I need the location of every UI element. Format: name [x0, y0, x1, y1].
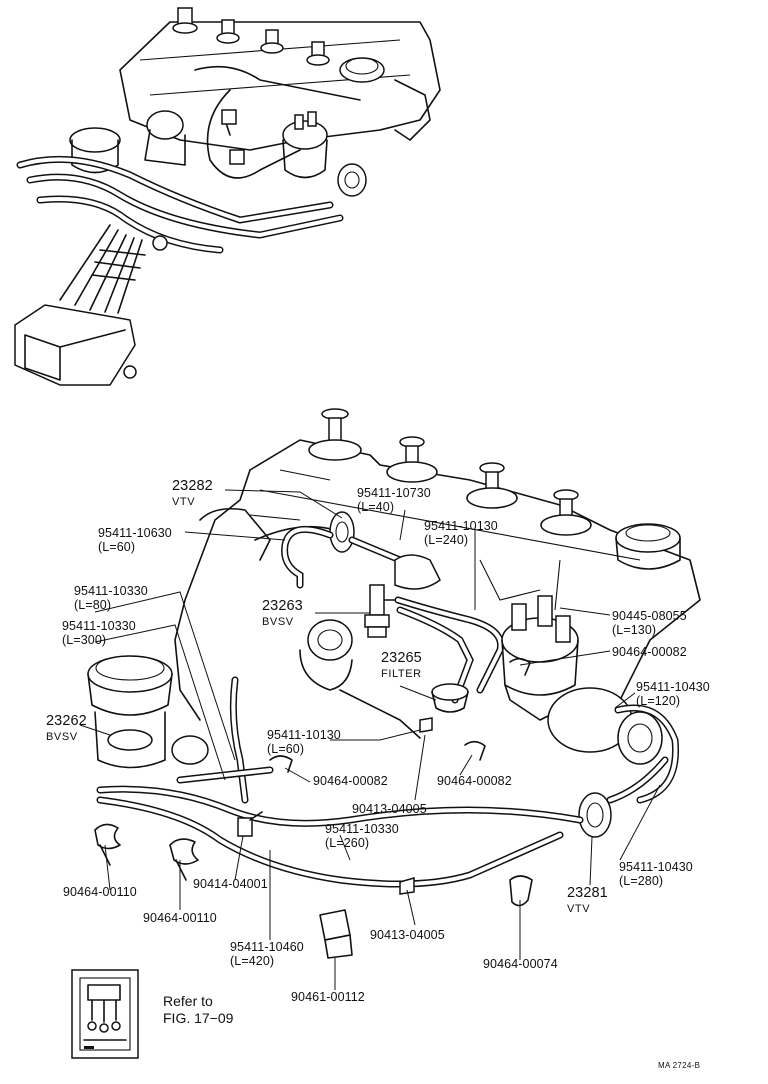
hose-10330-300-length: (L=300) — [62, 633, 107, 647]
fittings — [237, 717, 433, 895]
filter-23265-component — [431, 683, 469, 713]
tee-04005-a-part: 90413-04005 — [352, 802, 427, 816]
clip-00112-part: 90461-00112 — [291, 990, 365, 1004]
hose-10430-120-length: (L=120) — [636, 694, 681, 708]
reference-line-1: Refer to — [163, 993, 213, 1009]
clip-00110-a-part: 90464-00110 — [63, 885, 137, 899]
label-bvsv-23263: 23263 BVSV — [262, 598, 303, 630]
hose-10130-top-part: 95411-10130 — [424, 519, 498, 533]
bvsv-23262-number: 23262 — [46, 713, 87, 729]
filter-23265-name: FILTER — [381, 668, 422, 680]
vtv-23281-component — [578, 792, 612, 838]
vtv-23281-number: 23281 — [567, 885, 608, 901]
clip-00082-right-part: 90464-00082 — [612, 645, 687, 659]
hose-10330-80-part: 95411-10330 — [74, 584, 148, 598]
hose-10130-top-length: (L=240) — [424, 533, 469, 547]
label-hose-10430-120: 95411-10430 (L=120) — [636, 680, 710, 708]
label-clip-08055: 90445-08055 (L=130) — [612, 609, 687, 637]
label-clip-00112: 90461-00112 — [291, 990, 365, 1004]
label-hose-10130-top: 95411-10130 (L=240) — [424, 519, 498, 547]
clip-00082-mid-part: 90464-00082 — [313, 774, 388, 788]
hose-10430-280-length: (L=280) — [619, 874, 664, 888]
clip-08055-part: 90445-08055 — [612, 609, 687, 623]
label-hose-10460: 95411-10460 (L=420) — [230, 940, 304, 968]
label-bvsv-23262: 23262 BVSV — [46, 713, 87, 745]
vacuum-advancer-right — [547, 687, 663, 765]
label-hose-10330-300: 95411-10330 (L=300) — [62, 619, 136, 647]
clip-00082-low-part: 90464-00082 — [437, 774, 512, 788]
reference-figure-icon — [71, 969, 139, 1059]
label-clip-00082-mid: 90464-00082 — [313, 774, 388, 788]
hose-10630-length: (L=60) — [98, 540, 136, 554]
hose-10130-60-length: (L=60) — [267, 742, 305, 756]
bvsv-23263-component — [364, 584, 399, 638]
clip-00074-part: 90464-00074 — [483, 957, 558, 971]
label-hose-10730: 95411-10730 (L=40) — [357, 486, 431, 514]
hose-10460-part: 95411-10460 — [230, 940, 304, 954]
hose-10730-part: 95411-10730 — [357, 486, 431, 500]
label-hose-10630: 95411-10630 (L=60) — [98, 526, 172, 554]
hose-10430-120-part: 95411-10430 — [636, 680, 710, 694]
label-hose-10430-280: 95411-10430 (L=280) — [619, 860, 693, 888]
label-hose-10330-260: 95411-10330 (L=260) — [325, 822, 399, 850]
label-union-04001: 90414-04001 — [193, 877, 268, 891]
drawing-code: MA 2724-B — [658, 1061, 701, 1070]
label-filter-23265: 23265 FILTER — [381, 650, 422, 682]
label-clip-00110-a: 90464-00110 — [63, 885, 137, 899]
hose-10430-280-part: 95411-10430 — [619, 860, 693, 874]
label-clip-00082-right: 90464-00082 — [612, 645, 687, 659]
leader-lines — [79, 489, 661, 990]
hose-10330-260-part: 95411-10330 — [325, 822, 399, 836]
label-tee-04005-a: 90413-04005 — [352, 802, 427, 816]
spark-plug-caps — [308, 408, 592, 536]
vtv-23282-name: VTV — [172, 496, 196, 508]
main-engine-illustration — [71, 408, 701, 1059]
label-clip-00074: 90464-00074 — [483, 957, 558, 971]
bvsv-23263-name: BVSV — [262, 616, 294, 628]
clip-00110-b-part: 90464-00110 — [143, 911, 217, 925]
label-vtv-23282: 23282 VTV — [172, 478, 213, 510]
distributor — [501, 595, 579, 721]
label-vtv-23281: 23281 VTV — [567, 885, 608, 917]
reference-line-2: FIG. 17−09 — [163, 1010, 234, 1026]
hose-10730-length: (L=40) — [357, 500, 395, 514]
vtv-23281-name: VTV — [567, 903, 591, 915]
hose-10330-260-length: (L=260) — [325, 836, 370, 850]
clip-08055-length: (L=130) — [612, 623, 657, 637]
label-tee-04005-b: 90413-04005 — [370, 928, 445, 942]
overview-engine-illustration — [14, 7, 441, 386]
filter-23265-number: 23265 — [381, 650, 422, 666]
hose-10460-length: (L=420) — [230, 954, 275, 968]
label-clip-00110-b: 90464-00110 — [143, 911, 217, 925]
tee-04005-b-part: 90413-04005 — [370, 928, 445, 942]
union-04001-part: 90414-04001 — [193, 877, 268, 891]
label-hose-10130-60: 95411-10130 (L=60) — [267, 728, 341, 756]
vacuum-advancer-left — [299, 619, 353, 691]
vtv-23282-component — [281, 511, 355, 589]
bvsv-23262-component — [87, 655, 209, 769]
oil-filler-cap — [615, 523, 681, 570]
hose-10330-300-part: 95411-10330 — [62, 619, 136, 633]
label-hose-10330-80: 95411-10330 (L=80) — [74, 584, 148, 612]
reference-note: Refer to FIG. 17−09 — [163, 993, 233, 1027]
bvsv-23262-name: BVSV — [46, 731, 78, 743]
vtv-23282-number: 23282 — [172, 478, 213, 494]
hose-10630-part: 95411-10630 — [98, 526, 172, 540]
bvsv-23263-number: 23263 — [262, 598, 303, 614]
label-clip-00082-low: 90464-00082 — [437, 774, 512, 788]
hose-10130-60-part: 95411-10130 — [267, 728, 341, 742]
hose-10330-80-length: (L=80) — [74, 598, 112, 612]
